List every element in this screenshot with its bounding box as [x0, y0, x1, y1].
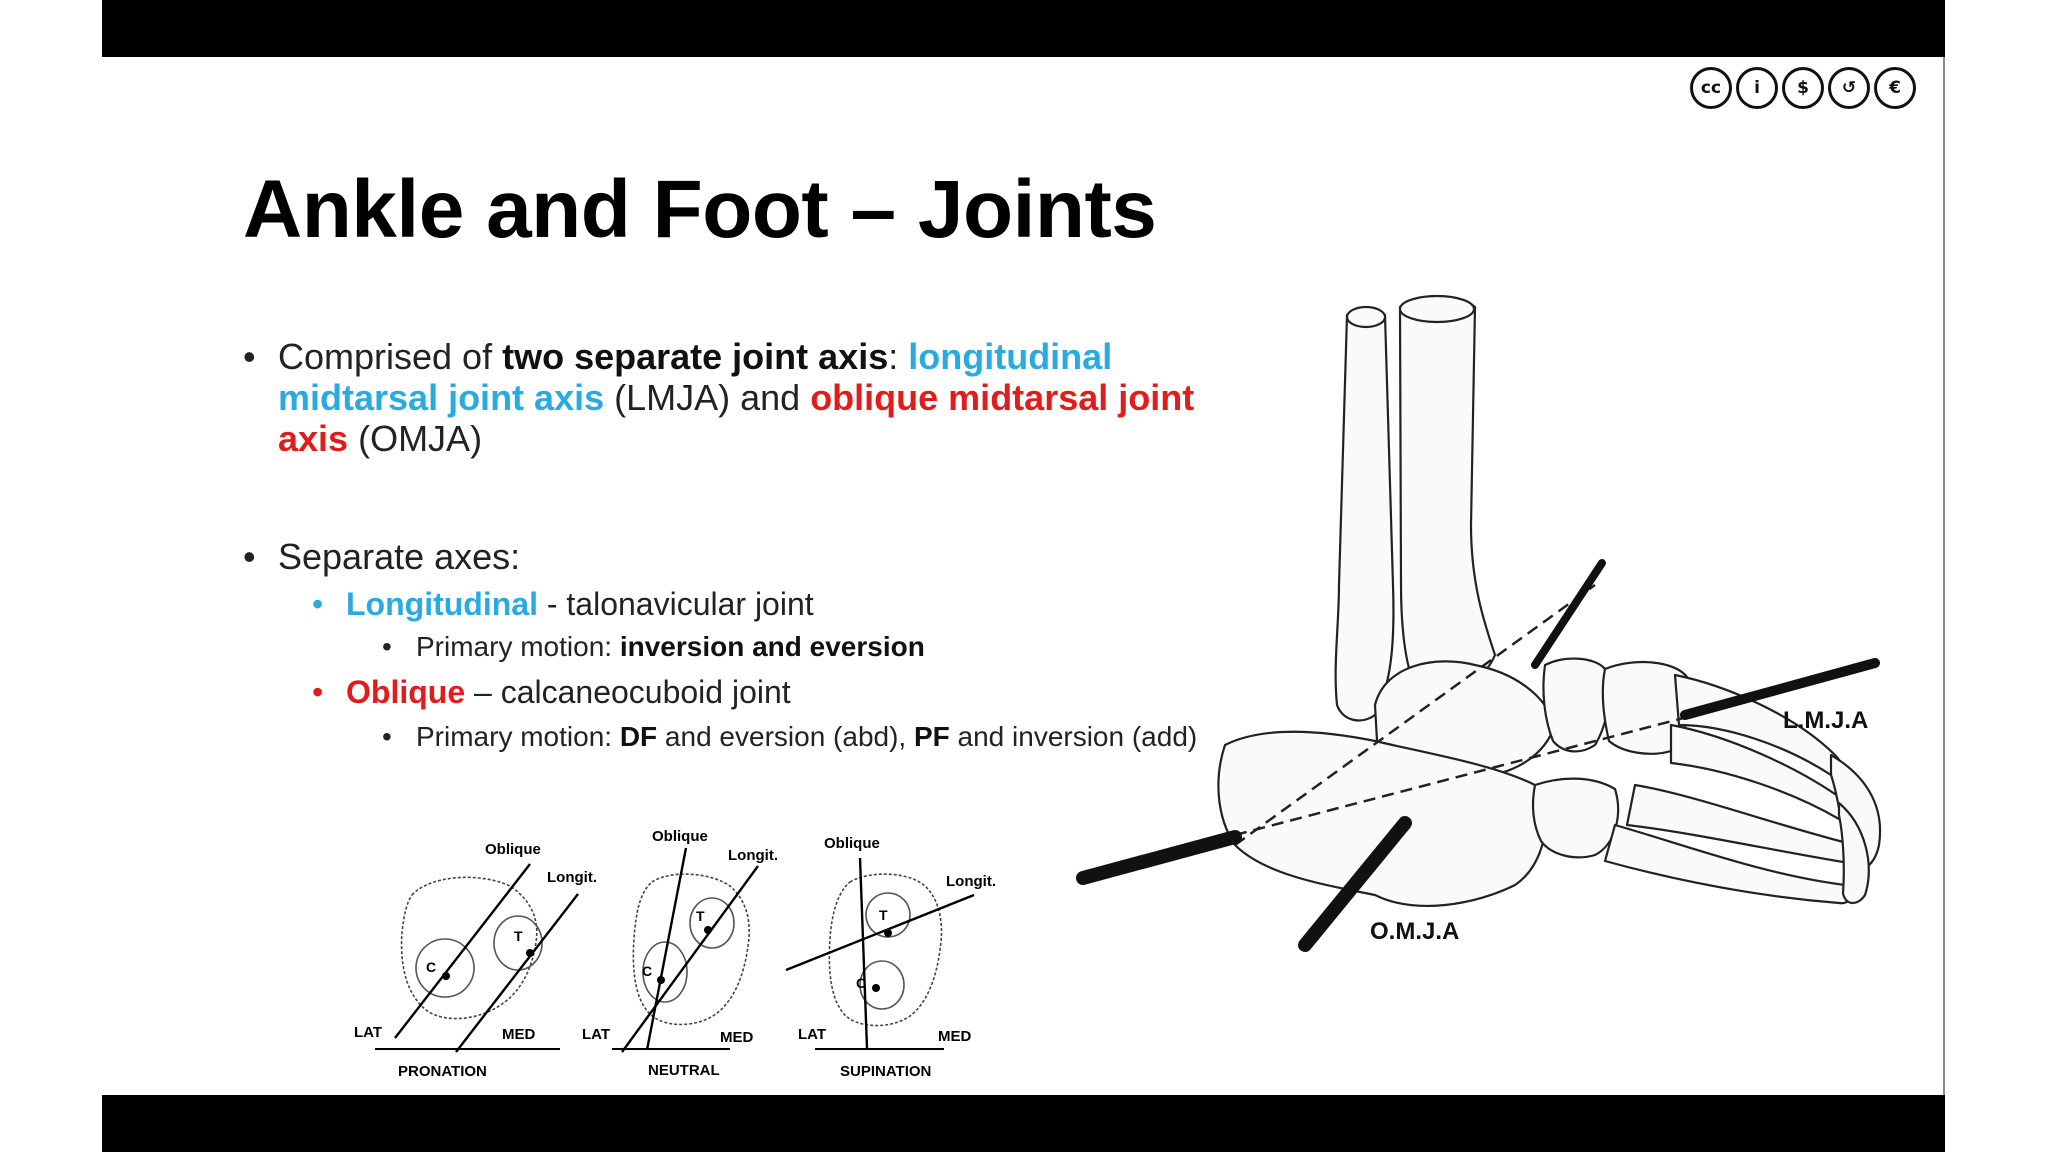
calcaneus-label: C — [856, 975, 866, 991]
bullet-dot: • — [312, 586, 324, 622]
tibia-top — [1398, 294, 1476, 324]
omja-term: oblique midtarsal joint axis — [278, 377, 1195, 459]
med-label: MED — [720, 1029, 754, 1046]
bullet-dot: • — [382, 721, 392, 752]
neutral-caption: NEUTRAL — [648, 1062, 720, 1079]
motion-longitudinal: • Primary motion: inversion and eversion — [243, 631, 1273, 663]
longit-label: Longit. — [547, 869, 597, 886]
supination-caption: SUPINATION — [840, 1063, 931, 1080]
euro-icon: € — [1874, 67, 1916, 109]
oblique-label: Oblique — [485, 841, 541, 858]
motion-oblique: • Primary motion: DF and eversion (abd),… — [243, 721, 1273, 753]
slide-edge-line — [1943, 57, 1945, 1095]
omja-rod-inferior — [1298, 816, 1412, 952]
cc-icon: cc — [1690, 67, 1732, 109]
med-label: MED — [938, 1028, 972, 1045]
bullet-dot: • — [382, 631, 392, 662]
motion-text: and eversion (abd), — [657, 721, 914, 752]
fibula-top — [1345, 305, 1387, 329]
cuboid-bone — [1531, 777, 1620, 859]
sub-bullet-text: – calcaneocuboid joint — [465, 674, 791, 710]
omja-label: O.M.J.A — [1370, 918, 1459, 945]
fibula-bone — [1334, 307, 1395, 722]
motion-text: and inversion (add) — [949, 721, 1198, 752]
oblique-term: Oblique — [346, 674, 466, 710]
bullet-dot: • — [243, 336, 256, 377]
longit-label: Longit. — [728, 847, 778, 864]
slide-title: Ankle and Foot – Joints — [243, 164, 1157, 255]
motion-value: inversion and eversion — [619, 631, 925, 662]
longitudinal-term: Longitudinal — [346, 586, 538, 622]
oblique-label: Oblique — [824, 835, 880, 852]
sa-icon: ↺ — [1828, 67, 1870, 109]
sub-bullet-longitudinal: • Longitudinal - talonavicular joint — [243, 585, 1273, 623]
bullet-text: Comprised of — [278, 336, 503, 377]
talus-label: T — [696, 908, 705, 924]
sub-bullet-oblique: • Oblique – calcaneocuboid joint — [243, 673, 1273, 711]
motion-emphasis: PF — [913, 721, 950, 752]
neutral-panel: Oblique Longit. T C LAT MED NEUTRAL — [582, 828, 778, 1079]
talus-label: T — [514, 928, 523, 944]
sub-bullet-text: - talonavicular joint — [537, 586, 814, 622]
bullet-emphasis: two separate joint axis — [502, 336, 889, 377]
med-label: MED — [502, 1026, 536, 1043]
nc-icon: $ — [1782, 67, 1824, 109]
bullet-dot: • — [312, 674, 324, 710]
tibia-bone — [1398, 296, 1497, 690]
omja-rod-superior — [1531, 559, 1606, 669]
navicular-bone — [1542, 657, 1610, 753]
toe-bones-2 — [1837, 801, 1870, 905]
lmja-label: L.M.J.A — [1783, 707, 1868, 734]
lmja-rod-anterior — [1680, 658, 1880, 720]
by-icon: i — [1736, 67, 1778, 109]
talus-label: T — [879, 907, 888, 923]
lmja-rod-posterior — [1076, 830, 1242, 885]
top-letterbox-bar — [102, 0, 1945, 57]
bullet-separate-axes: • Separate axes: — [243, 536, 1273, 577]
bullet-joint-axes: • Comprised of two separate joint axis: … — [243, 336, 1273, 459]
lmja-term: longitudinal midtarsal joint axis — [278, 336, 1113, 418]
motion-label: Primary motion: — [416, 631, 620, 662]
oblique-label: Oblique — [652, 828, 708, 845]
pronation-caption: PRONATION — [398, 1063, 487, 1080]
lat-label: LAT — [582, 1026, 610, 1043]
bullet-dot: • — [243, 536, 256, 577]
lat-label: LAT — [798, 1026, 826, 1043]
motion-text: Primary motion: — [416, 721, 620, 752]
bottom-letterbox-bar — [102, 1095, 1945, 1152]
slide-body: • Comprised of two separate joint axis: … — [243, 336, 1273, 753]
lat-label: LAT — [354, 1024, 382, 1041]
calcaneus-label: C — [426, 959, 436, 975]
foot-axes-figure: L.M.J.A O.M.J.A — [1076, 294, 1882, 952]
creative-commons-license: cc i $ ↺ € — [1690, 67, 1916, 109]
longit-label: Longit. — [946, 873, 996, 890]
bullet-text: : — [888, 336, 909, 377]
supination-panel: Oblique Longit. T C LAT MED SUPINATION — [785, 835, 996, 1080]
calcaneus-label: C — [642, 963, 652, 979]
bullet-text: Separate axes: — [278, 536, 521, 577]
motion-emphasis: DF — [619, 721, 658, 752]
bullet-text: (LMJA) and — [604, 377, 811, 418]
bullet-text: (OMJA) — [348, 418, 483, 459]
midtarsal-axes-figure: Oblique Longit. T C LAT MED PRONATION Ob… — [354, 828, 996, 1080]
pronation-panel: Oblique Longit. T C LAT MED PRONATION — [354, 841, 597, 1080]
